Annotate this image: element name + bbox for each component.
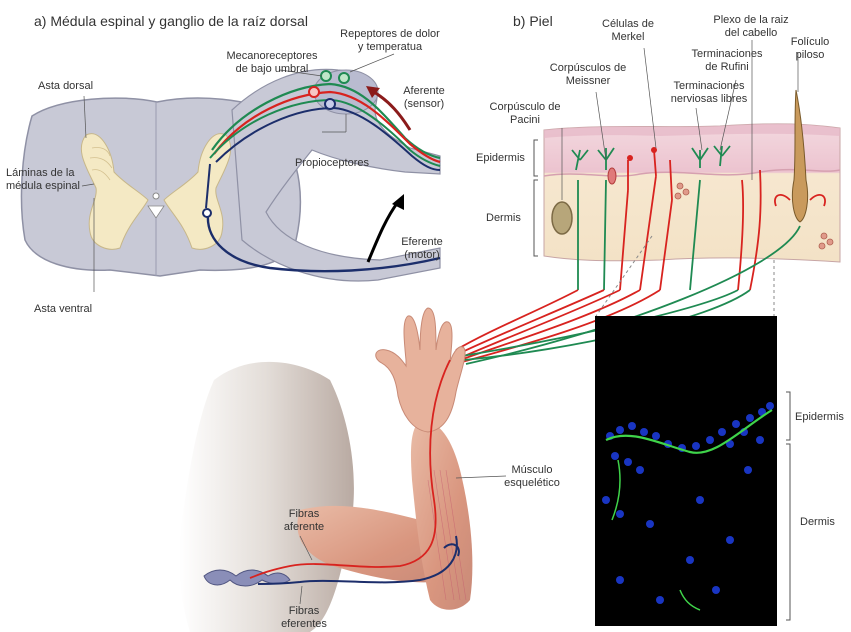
- label-aferente: Aferente (sensor): [392, 85, 456, 111]
- label-epidermis-skin: Epidermis: [476, 152, 525, 165]
- nociceptor-cell: [309, 87, 319, 97]
- label-fibras-aferente: Fibras aferente: [276, 508, 332, 534]
- label-corpusculos-meissner: Corpúsculos de Meissner: [542, 62, 634, 88]
- label-mecanoreceptores: Mecanoreceptores de bajo umbral: [212, 50, 332, 76]
- label-laminas: Láminas de la médula espinal: [6, 167, 80, 193]
- torso: [179, 362, 354, 632]
- label-asta-dorsal: Asta dorsal: [38, 80, 93, 93]
- label-eferente: Eferente (motor): [390, 236, 454, 262]
- skin-diagram: [456, 40, 840, 364]
- label-dermis-micrograph: Dermis: [800, 516, 835, 529]
- human-figure: [179, 308, 506, 632]
- panel-a-title: a) Médula espinal y ganglio de la raíz d…: [34, 13, 308, 29]
- label-receptores-dolor: Repeptores de dolor y temperatua: [330, 28, 450, 54]
- hand: [376, 308, 465, 432]
- central-canal: [153, 193, 159, 199]
- fluorescence-micrograph: [595, 316, 790, 626]
- label-terminaciones-libres: Terminaciones nerviosas libres: [660, 80, 758, 106]
- pacini-corpuscle: [552, 202, 572, 234]
- panel-b-title: b) Piel: [513, 13, 553, 29]
- label-dermis-skin: Dermis: [486, 212, 521, 225]
- meissner-corpuscle: [608, 168, 616, 184]
- label-propioceptores: Propioceptores: [295, 157, 369, 170]
- label-celulas-merkel: Células de Merkel: [590, 18, 666, 44]
- label-terminaciones-rufini: Terminaciones de Rufini: [684, 48, 770, 74]
- label-corpusculo-pacini: Corpúsculo de Pacini: [480, 101, 570, 127]
- label-musculo-esqueletico: Músculo esquelético: [496, 464, 568, 490]
- label-epidermis-micrograph: Epidermis: [795, 411, 844, 424]
- proprioceptor-cell: [325, 99, 335, 109]
- label-foliculo-piloso: Folículo piloso: [780, 36, 840, 62]
- label-asta-ventral: Asta ventral: [34, 303, 92, 316]
- label-fibras-eferentes: Fibras eferentes: [276, 605, 332, 631]
